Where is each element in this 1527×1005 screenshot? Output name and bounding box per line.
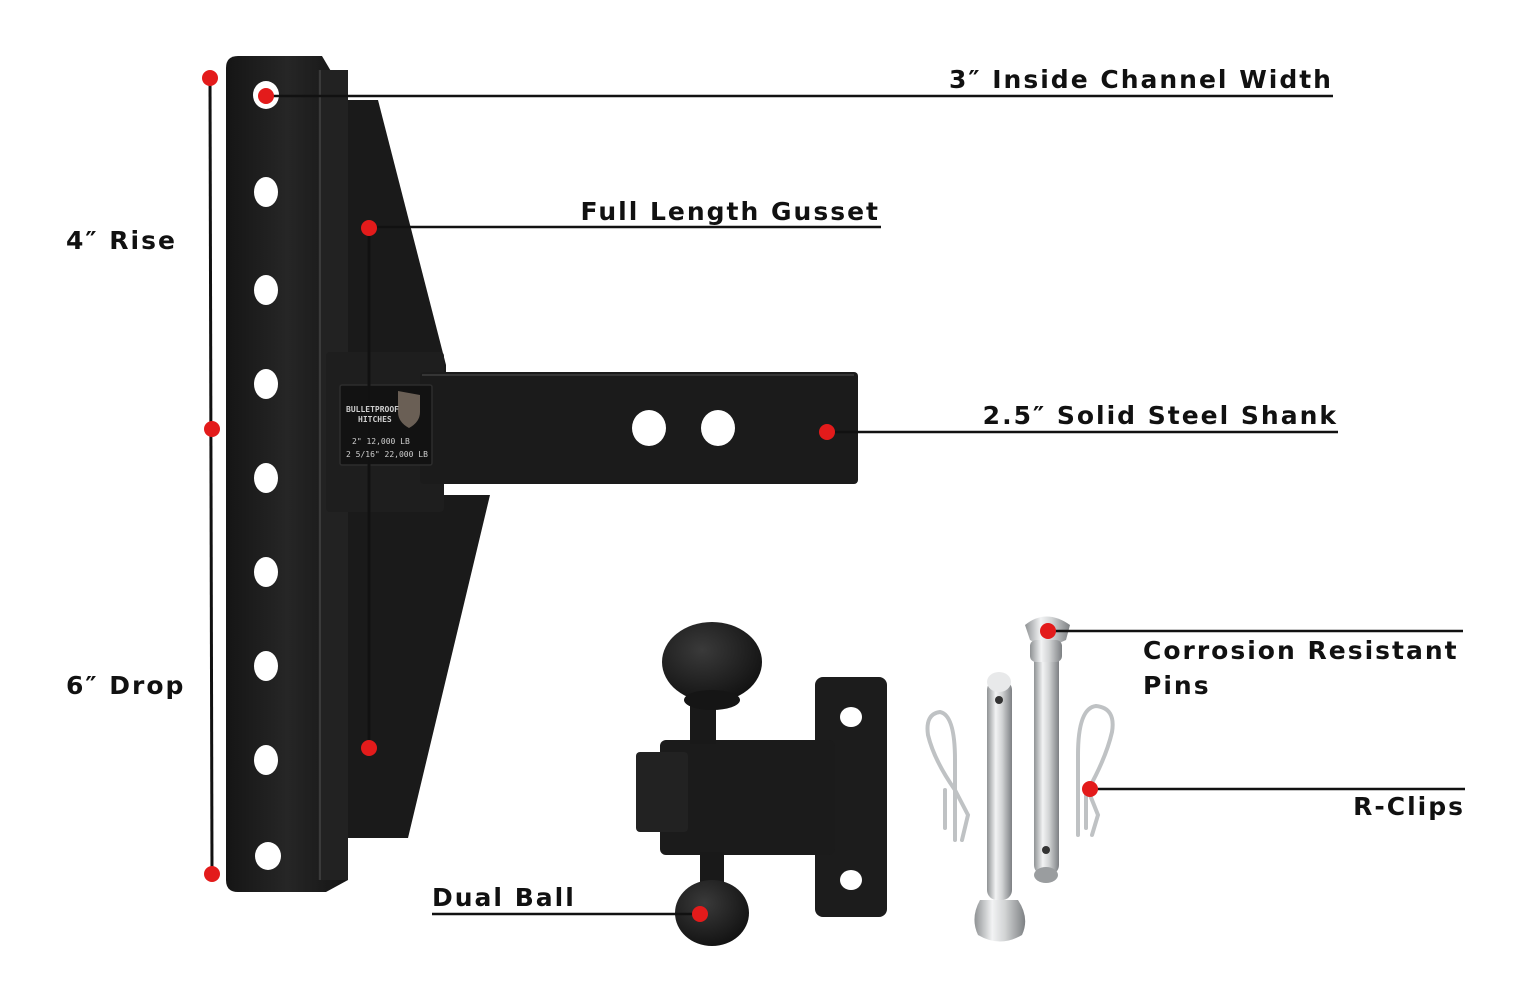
vertical-channel: [226, 56, 348, 892]
label-dual-ball: Dual Ball: [432, 883, 576, 912]
marker-dot: [1082, 781, 1098, 797]
label-shank: 2.5″ Solid Steel Shank: [982, 401, 1338, 430]
marker-dot: [258, 88, 274, 104]
ball-upper: [662, 622, 762, 702]
channel-hole: [255, 842, 281, 870]
r-clip-left: [925, 709, 971, 842]
logo-brand-line1: BULLETPROOF: [346, 405, 399, 414]
ball-lower: [675, 880, 749, 946]
label-gusset: Full Length Gusset: [580, 197, 880, 226]
label-drop: 6″ Drop: [66, 671, 186, 700]
gusset-plate-lower: [348, 495, 490, 838]
ball-mount-plate: [815, 677, 887, 917]
ball-mount-collar: [636, 752, 688, 832]
logo-rating-line1: 2" 12,000 LB: [352, 437, 410, 446]
shield-icon: [398, 391, 420, 428]
ball-mount-hole: [840, 707, 862, 727]
shank-hole: [701, 410, 735, 446]
pin-tall: [1025, 616, 1070, 883]
ball-upper-base: [684, 690, 740, 710]
ball-mount-hole: [840, 870, 862, 890]
channel-hole: [254, 651, 278, 681]
pin-short: [974, 672, 1026, 942]
marker-dot: [204, 421, 220, 437]
ball-mount-arm: [660, 740, 835, 855]
label-pins-line2: Pins: [1143, 671, 1211, 700]
label-rise: 4″ Rise: [66, 226, 177, 255]
marker-dot: [692, 906, 708, 922]
marker-dot: [202, 70, 218, 86]
r-clip-right: [1076, 703, 1115, 837]
gusset-plate: [348, 100, 446, 375]
label-channel-width: 3″ Inside Channel Width: [948, 65, 1333, 94]
channel-hole: [254, 557, 278, 587]
label-pins-line1: Corrosion Resistant: [1143, 636, 1459, 665]
rise-drop-bar: [208, 77, 214, 875]
marker-dot: [204, 866, 220, 882]
marker-dot: [361, 220, 377, 236]
marker-dot: [361, 740, 377, 756]
channel-hole: [254, 463, 278, 493]
channel-hole: [254, 745, 278, 775]
logo-rating-line2: 2 5/16" 22,000 LB: [346, 450, 428, 459]
channel-hole: [254, 275, 278, 305]
channel-hole: [254, 177, 278, 207]
channel-holes: [253, 81, 281, 870]
marker-dot: [819, 424, 835, 440]
label-rclips: R-Clips: [1353, 792, 1465, 821]
shank-hole: [632, 410, 666, 446]
marker-dot: [1040, 623, 1056, 639]
logo-brand-line2: HITCHES: [358, 415, 392, 424]
channel-hole: [254, 369, 278, 399]
